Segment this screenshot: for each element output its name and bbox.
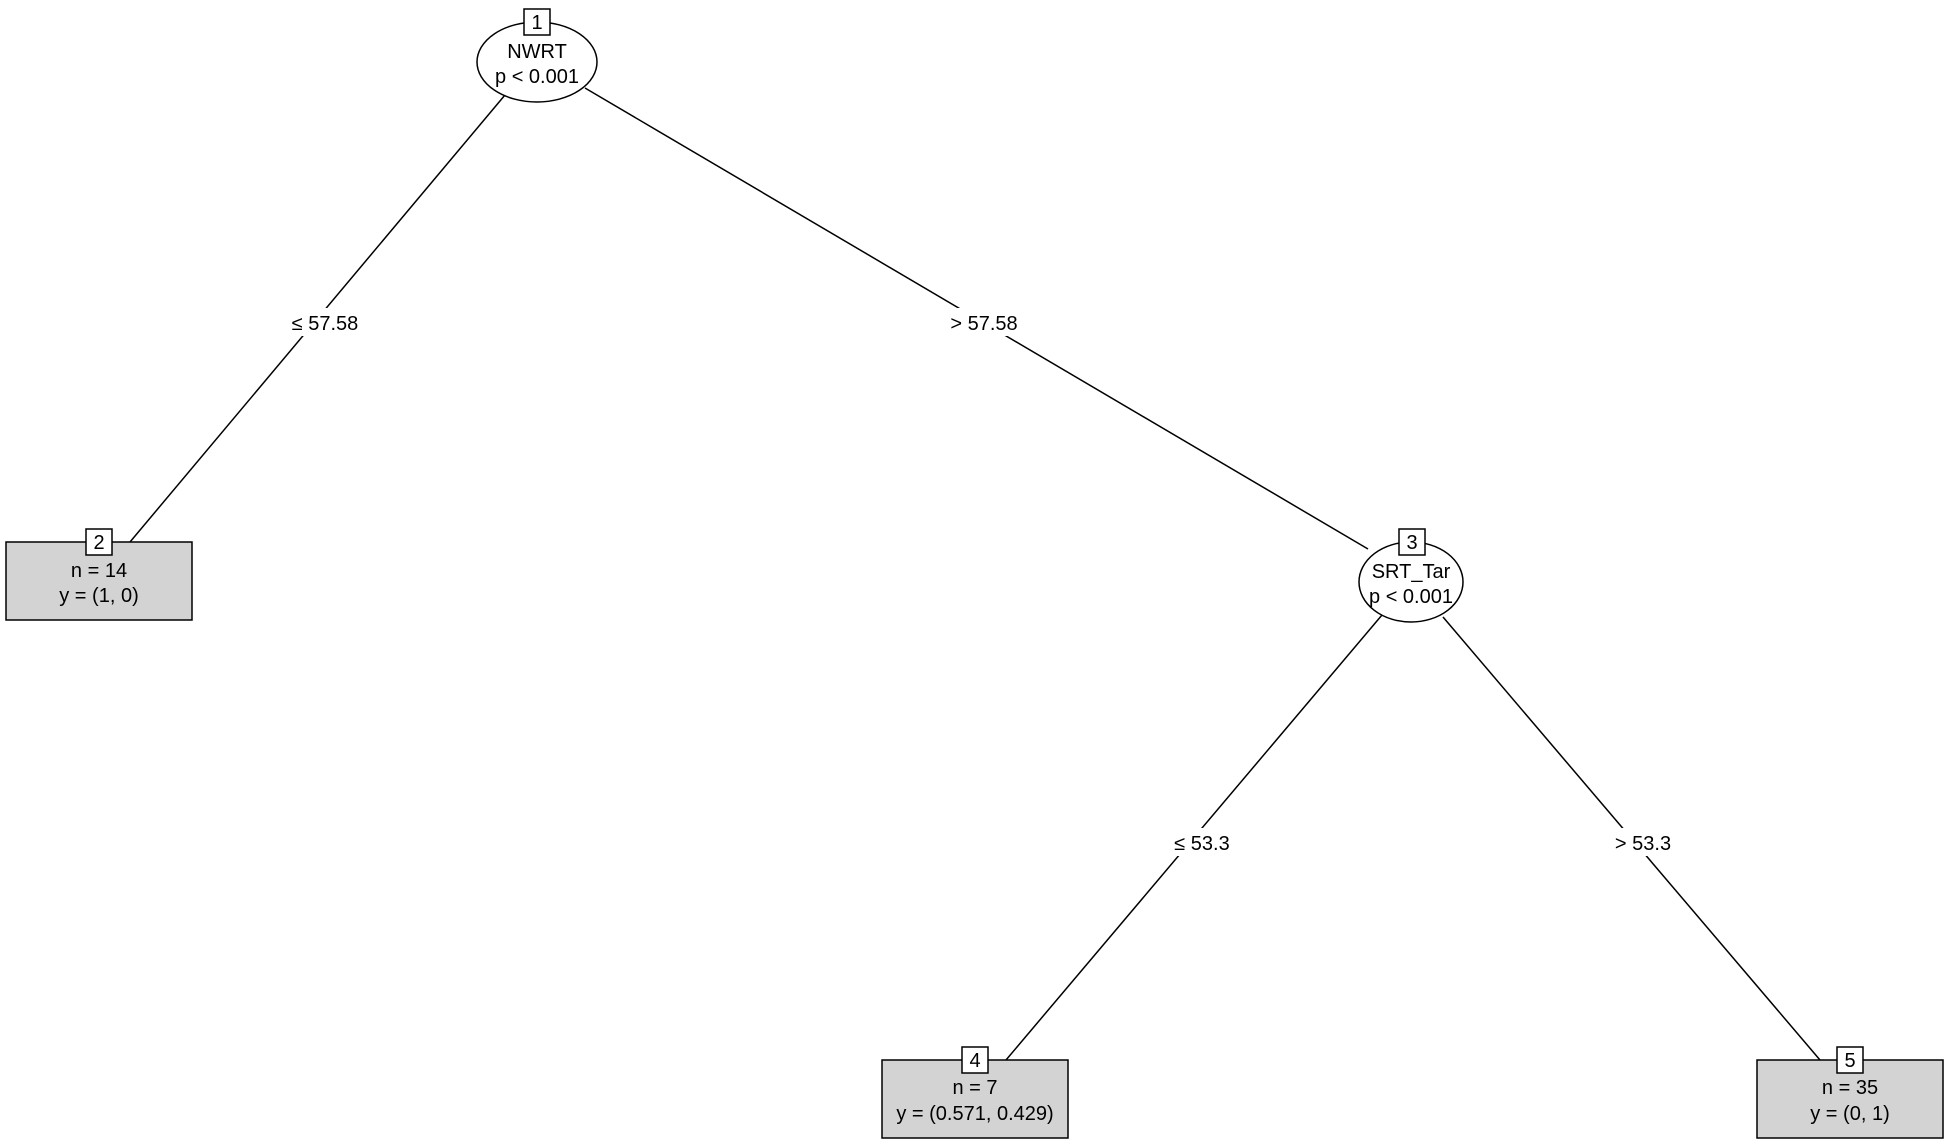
terminal-y: y = (1, 0) <box>59 585 138 607</box>
edge-label-text: ≤ 57.58 <box>292 313 359 335</box>
node-id: 1 <box>531 12 542 34</box>
edge-label-1-2: ≤ 57.58 <box>283 308 367 336</box>
node-id: 3 <box>1406 532 1417 554</box>
node-4: 4 n = 7 y = (0.571, 0.429) <box>881 1046 1069 1139</box>
edge-label-text: > 53.3 <box>1615 833 1671 855</box>
node-5: 5 n = 35 y = (0, 1) <box>1756 1046 1944 1139</box>
node-id-box <box>961 1046 989 1074</box>
terminal-y: y = (0.571, 0.429) <box>896 1103 1053 1125</box>
node-id-box <box>523 8 551 36</box>
edge-label-3-5: > 53.3 <box>1606 828 1680 856</box>
node-id-box <box>1836 1046 1864 1074</box>
node-id: 2 <box>93 532 104 554</box>
node-variable: SRT_Tar <box>1372 561 1451 583</box>
node-2: 2 n = 14 y = (1, 0) <box>5 528 193 621</box>
terminal-n: n = 35 <box>1822 1077 1878 1099</box>
node-3: SRT_Tar p < 0.001 3 <box>1358 528 1464 623</box>
terminal-y: y = (0, 1) <box>1810 1103 1889 1125</box>
edge-label-text: > 57.58 <box>950 313 1017 335</box>
node-p-value: p < 0.001 <box>495 66 579 88</box>
node-id: 5 <box>1844 1050 1855 1072</box>
node-id: 4 <box>969 1050 980 1072</box>
terminal-n: n = 14 <box>71 560 127 582</box>
node-variable: NWRT <box>507 41 567 63</box>
terminal-n: n = 7 <box>952 1077 997 1099</box>
edge-label-text: ≤ 53.3 <box>1174 833 1229 855</box>
node-p-value: p < 0.001 <box>1369 586 1453 608</box>
node-id-box <box>1398 528 1426 556</box>
node-1: NWRT p < 0.001 1 <box>476 8 598 103</box>
edge-label-3-4: ≤ 53.3 <box>1165 828 1239 856</box>
edge-label-1-3: > 57.58 <box>942 308 1026 336</box>
node-id-box <box>85 528 113 556</box>
